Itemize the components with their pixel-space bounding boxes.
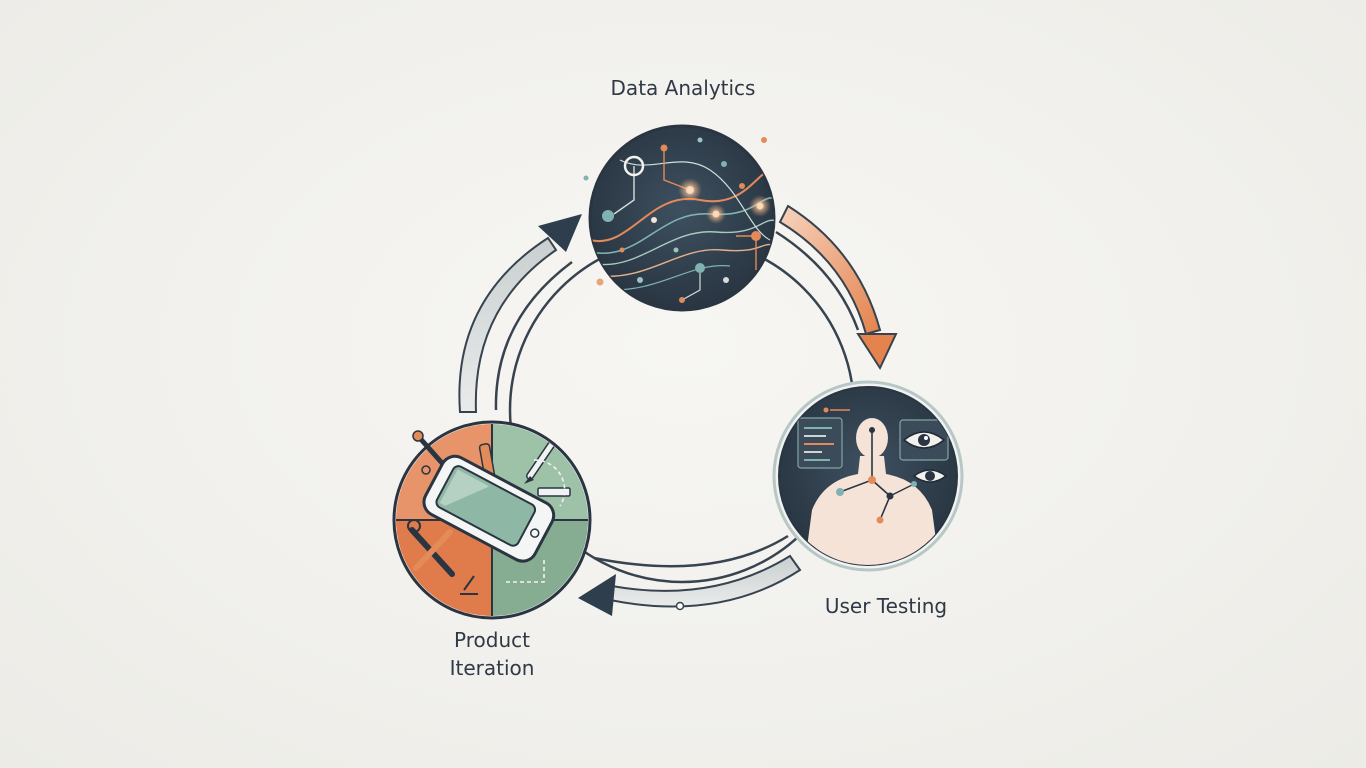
label-product-iteration-line1: Product bbox=[454, 628, 530, 652]
label-data-analytics: Data Analytics bbox=[610, 76, 756, 100]
data-network-icon bbox=[583, 124, 776, 312]
phone-tools-icon bbox=[392, 420, 592, 620]
arrow-iteration-to-analytics bbox=[458, 214, 582, 413]
arrow-analytics-to-testing bbox=[775, 204, 898, 371]
label-user-testing: User Testing bbox=[824, 594, 948, 618]
user-eye-icon bbox=[772, 380, 964, 572]
arrow-testing-to-iteration bbox=[578, 534, 802, 616]
label-product-iteration: Product Iteration bbox=[412, 626, 572, 682]
label-product-iteration-line2: Iteration bbox=[449, 656, 535, 680]
